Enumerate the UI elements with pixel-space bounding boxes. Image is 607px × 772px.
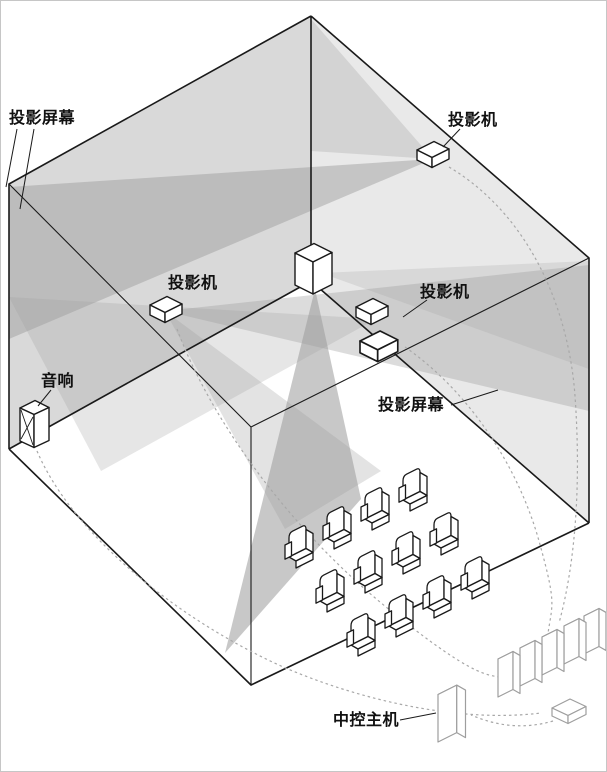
rack-unit (563, 617, 587, 665)
label-projection-screen-right: 投影屏幕 (378, 395, 445, 414)
leader-line (442, 128, 461, 148)
projector-center (294, 242, 333, 295)
beam-to-left-wall (9, 159, 433, 339)
seat (353, 550, 383, 594)
seat (460, 556, 490, 600)
beam-to-floor-front (225, 289, 361, 653)
leader-line (450, 389, 499, 406)
speaker (19, 399, 50, 449)
rack-unit (519, 639, 543, 687)
label-control-host: 中控主机 (333, 710, 399, 729)
leader-line (399, 712, 437, 721)
projection-beams (9, 19, 589, 653)
rack-unit (541, 628, 565, 676)
beam-to-right-wall-upper (321, 261, 589, 369)
leader-line (37, 389, 52, 407)
control-host-box (437, 684, 467, 743)
label-projection-screen-left: 投影屏幕 (9, 108, 76, 127)
seat (346, 613, 376, 657)
beam-to-back-corner (311, 19, 433, 159)
seat (391, 531, 421, 575)
seat (315, 569, 345, 613)
right-wall-screen (311, 16, 589, 523)
leader-line (402, 299, 428, 318)
control-rack (437, 607, 606, 743)
seat (398, 468, 428, 512)
cable-to-host (470, 714, 554, 727)
junction-box (551, 698, 587, 725)
beam-to-left-wall-lower (9, 297, 376, 471)
labels: 投影屏幕 投影机 投影机 投影机 音响 投影屏幕 中控主机 (5, 108, 499, 729)
leader-line (5, 128, 35, 210)
label-projector-top: 投影机 (448, 110, 498, 129)
rack-unit (583, 607, 606, 655)
seat (384, 594, 414, 638)
label-projector-right: 投影机 (420, 282, 470, 301)
beam-to-floor-center (165, 311, 381, 529)
label-speaker: 音响 (41, 371, 74, 390)
label-projector-left: 投影机 (168, 273, 218, 292)
seat (422, 575, 452, 619)
wall-screens (9, 16, 589, 523)
cable-top-projector (448, 166, 579, 624)
room-front-cut-edges (8, 183, 590, 685)
seat (429, 512, 459, 556)
seat (360, 487, 390, 531)
cable-right-projectors (404, 346, 553, 650)
left-wall-screen (9, 16, 311, 449)
cable-left-projector (176, 328, 522, 680)
rack-unit (497, 650, 521, 698)
